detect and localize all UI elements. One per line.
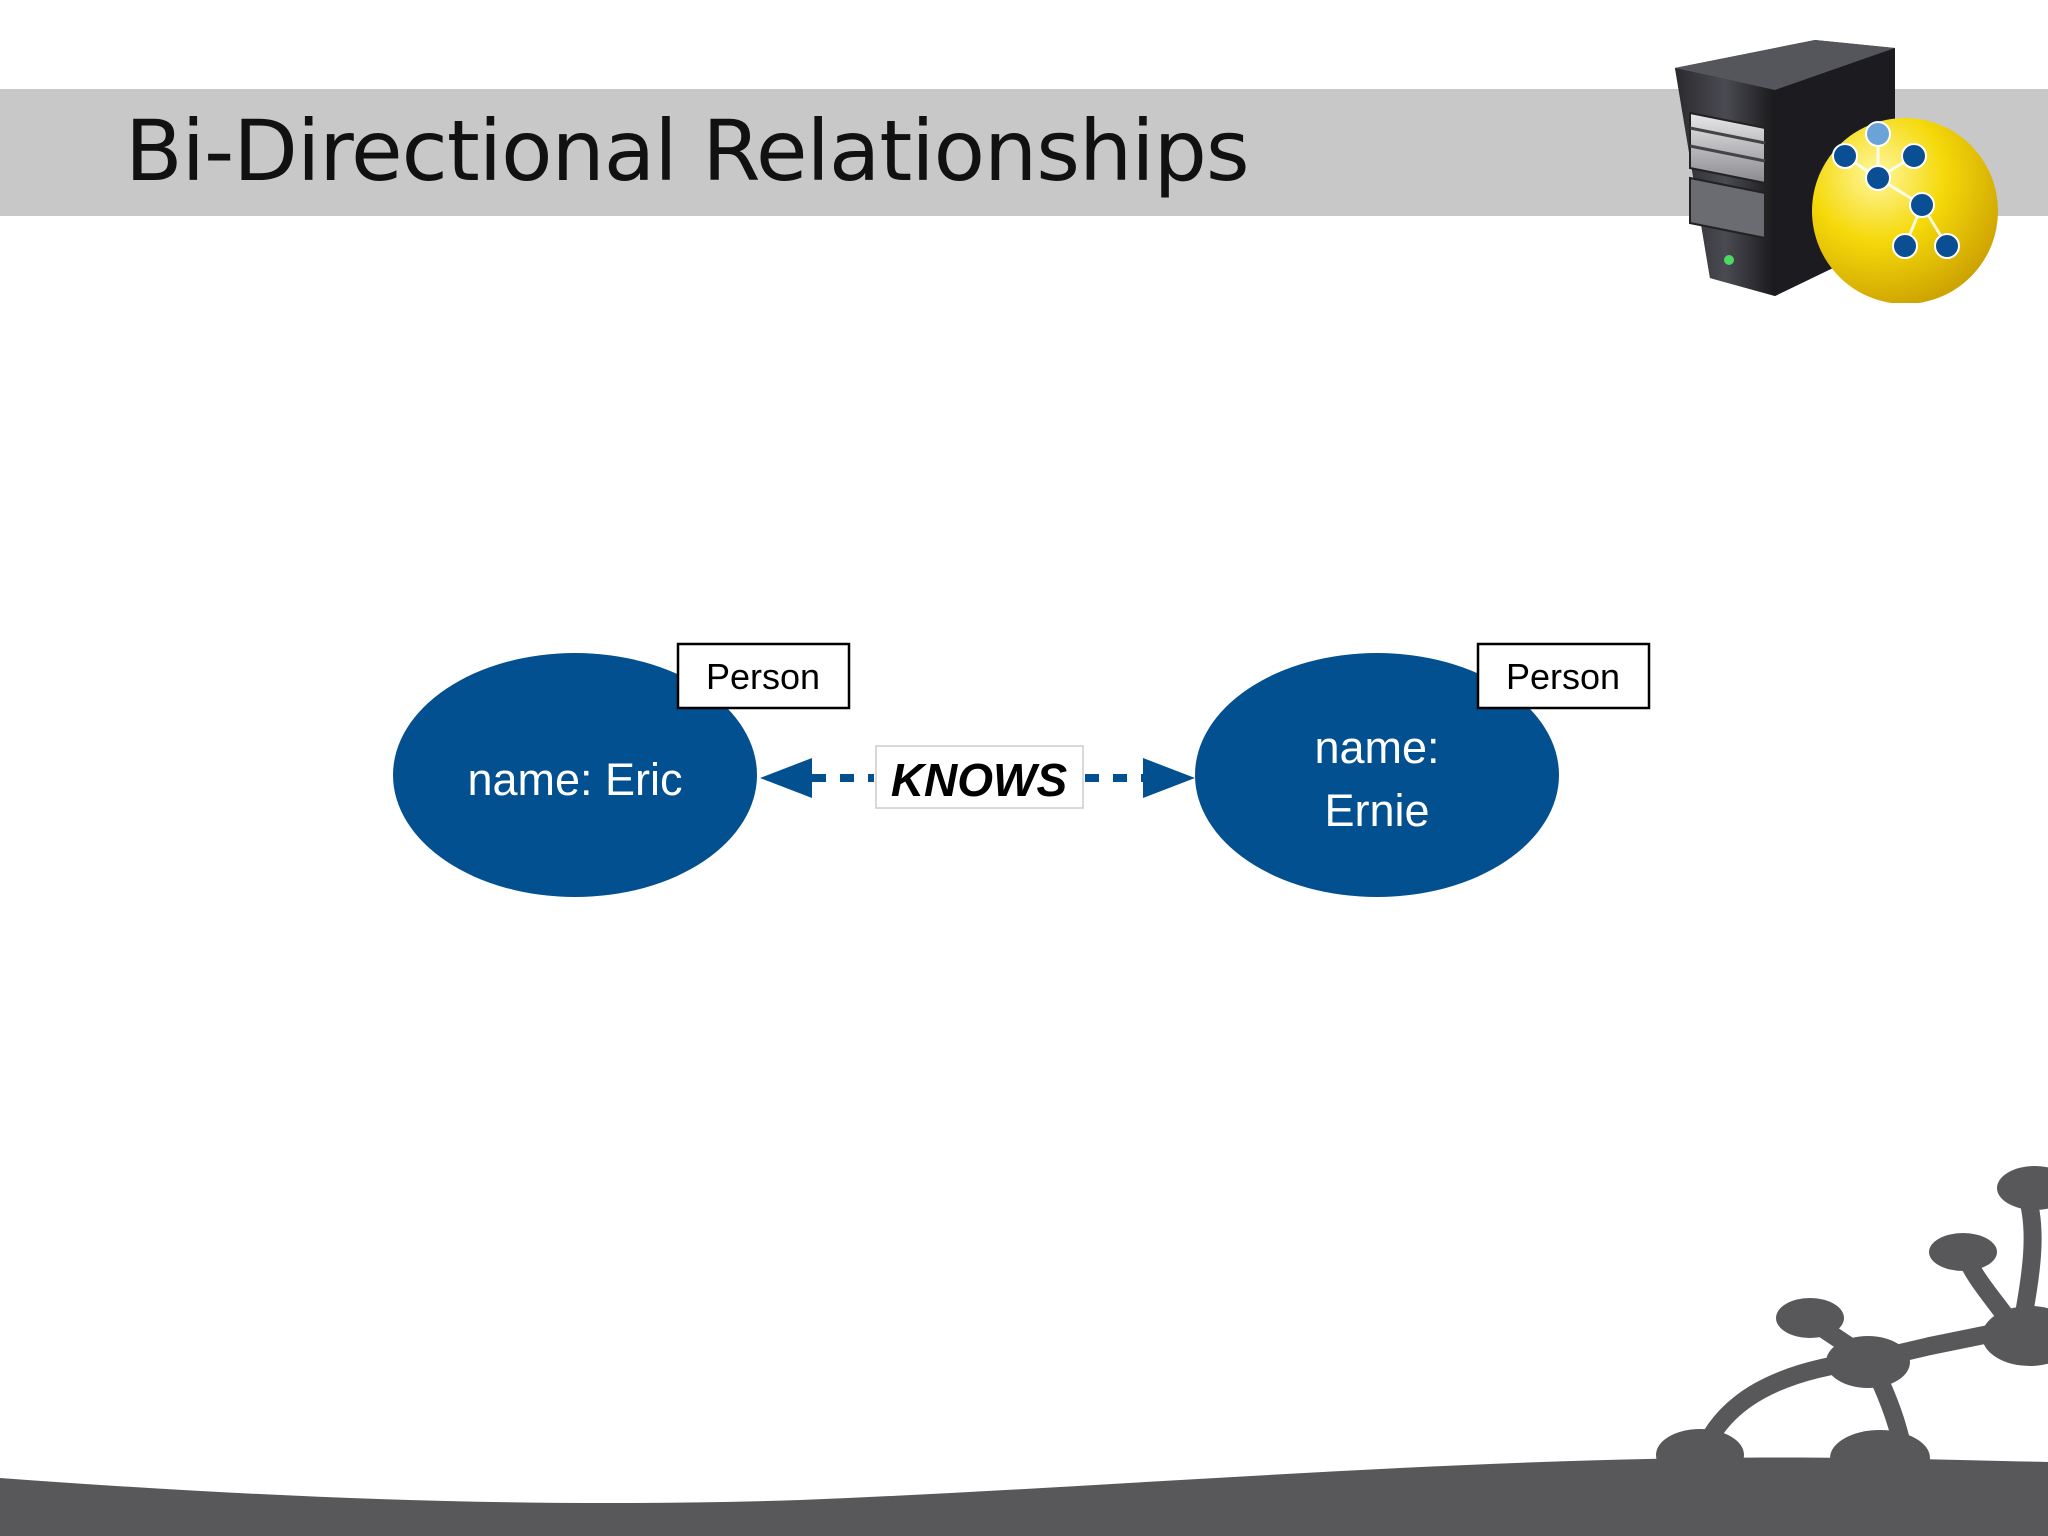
node-ernie-name-line1: name: xyxy=(1314,722,1439,773)
node-eric: name: Eric Person xyxy=(393,642,851,897)
server-graph-logo-icon xyxy=(1665,28,2005,303)
node-ernie: name: Ernie Person xyxy=(1195,642,1651,897)
node-ernie-name-line2: Ernie xyxy=(1324,785,1429,836)
arrowhead-left-icon xyxy=(760,758,812,798)
node-eric-name: name: Eric xyxy=(467,754,682,805)
slide-title: Bi-Directional Relationships xyxy=(125,102,1250,200)
relationship-type-label: KNOWS xyxy=(891,754,1068,806)
node-ernie-label-box xyxy=(1476,642,1651,710)
arrowhead-right-icon xyxy=(1143,758,1195,798)
node-ernie-label: Person xyxy=(1506,656,1620,697)
relationship-knows: KNOWS xyxy=(760,745,1195,809)
node-eric-label-box xyxy=(676,642,851,710)
node-eric-label: Person xyxy=(706,656,820,697)
relationship-label-box xyxy=(875,745,1084,809)
